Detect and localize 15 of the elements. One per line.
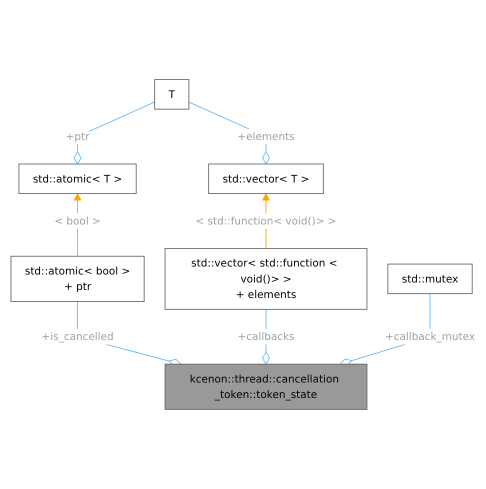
node-box: T <box>154 79 190 110</box>
edge-label: +elements <box>237 130 295 143</box>
node-box: std::atomic< T > <box>18 164 137 194</box>
node-box: std::mutex <box>387 264 473 294</box>
node-box: std::vector< std::function < void()> > + elements <box>164 248 368 310</box>
edge-label: < bool > <box>54 214 101 228</box>
edge-label: +callbacks <box>238 330 294 343</box>
node-box: std::atomic< bool > + ptr <box>10 256 145 302</box>
connector <box>74 102 156 164</box>
edge-label: +is_cancelled <box>42 330 114 343</box>
node-box: std::vector< T > <box>208 164 324 194</box>
edge-label: +callback_mutex <box>384 330 476 343</box>
edge-label: < std::function< void()> > <box>195 214 337 228</box>
node-box: kcenon::thread::cancellation _token::token_state <box>164 364 368 410</box>
edge-label: +ptr <box>66 130 90 143</box>
